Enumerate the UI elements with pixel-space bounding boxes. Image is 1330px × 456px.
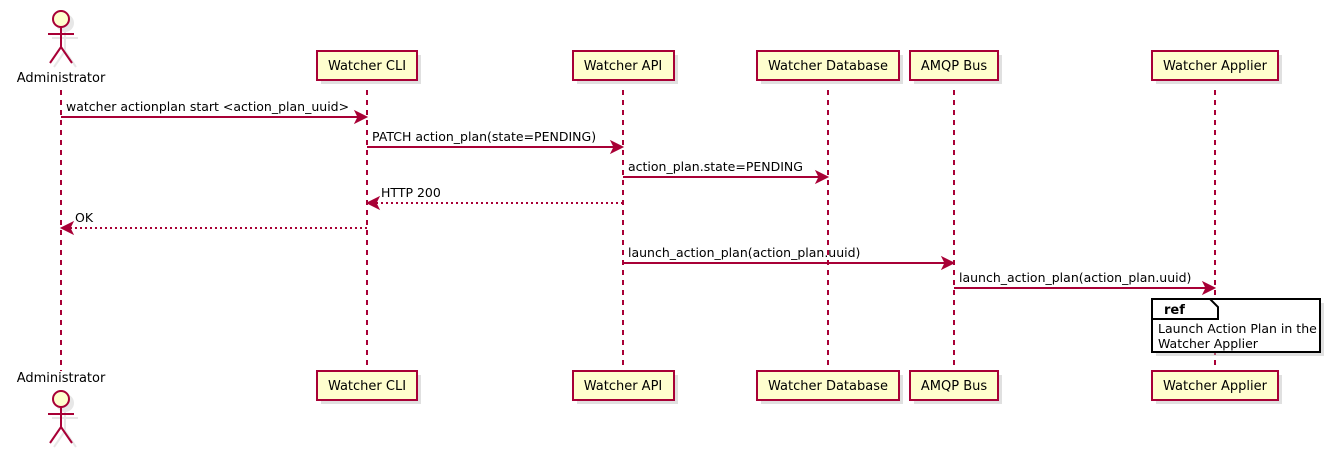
message-label: watcher actionplan start <action_plan_uu…: [66, 99, 349, 114]
participant-top-watcher-api[interactable]: Watcher API: [572, 50, 678, 84]
message-label: launch_action_plan(action_plan.uuid): [628, 245, 860, 260]
message-arrowhead: [59, 220, 75, 236]
participant-box[interactable]: [572, 50, 675, 81]
message-6: launch_action_plan(action_plan.uuid): [623, 245, 956, 271]
actor-bottom-administrator[interactable]: Administrator: [17, 371, 106, 448]
participant-label: Watcher CLI: [328, 379, 406, 394]
participant-box[interactable]: [1151, 50, 1279, 81]
participant-box[interactable]: [909, 370, 999, 401]
participant-box[interactable]: [316, 370, 418, 401]
message-1: watcher actionplan start <action_plan_uu…: [61, 99, 369, 125]
participant-label: Watcher CLI: [328, 59, 406, 74]
participant-bottom-amqp-bus[interactable]: AMQP Bus: [909, 370, 1002, 404]
participant-label: AMQP Bus: [921, 59, 987, 74]
message-3: action_plan.state=PENDING: [623, 159, 830, 185]
message-arrowhead: [365, 195, 381, 211]
ref-block-title: ref: [1164, 303, 1185, 318]
participant-bottom-watcher-cli[interactable]: Watcher CLI: [316, 370, 421, 404]
actor-label: Administrator: [17, 371, 106, 386]
participant-box[interactable]: [756, 50, 900, 81]
message-arrowhead: [1201, 280, 1217, 296]
participant-top-amqp-bus[interactable]: AMQP Bus: [909, 50, 1002, 84]
actor-head-icon: [52, 10, 70, 28]
actor-right-leg-line: [64, 50, 77, 68]
participant-label: Watcher Database: [768, 59, 888, 74]
message-arrowhead: [609, 139, 625, 155]
actor-left-leg-line: [49, 46, 62, 64]
participant-bottom-watcher-database[interactable]: Watcher Database: [756, 370, 903, 404]
participant-label: Watcher Database: [768, 379, 888, 394]
actor-head-icon: [52, 390, 70, 408]
participant-box[interactable]: [316, 50, 418, 81]
message-label: HTTP 200: [381, 185, 441, 200]
ref-block-line: Launch Action Plan in the: [1158, 321, 1317, 336]
participant-box[interactable]: [909, 50, 999, 81]
participant-bottom-watcher-api[interactable]: Watcher API: [572, 370, 678, 404]
actor-top-administrator[interactable]: Administrator: [17, 10, 106, 86]
participant-top-watcher-applier[interactable]: Watcher Applier: [1151, 50, 1282, 84]
participant-box[interactable]: [756, 370, 900, 401]
message-label: launch_action_plan(action_plan.uuid): [959, 270, 1191, 285]
participant-top-watcher-cli[interactable]: Watcher CLI: [316, 50, 421, 84]
actor-right-leg-line: [64, 430, 77, 448]
participant-top-watcher-database[interactable]: Watcher Database: [756, 50, 903, 84]
message-2: PATCH action_plan(state=PENDING): [367, 129, 625, 155]
participant-label: Watcher Applier: [1163, 59, 1268, 74]
participant-label: AMQP Bus: [921, 379, 987, 394]
participant-label: Watcher API: [584, 379, 663, 394]
ref-block-tab: [1151, 298, 1219, 320]
message-7: launch_action_plan(action_plan.uuid): [954, 270, 1217, 296]
message-arrowhead: [940, 255, 956, 271]
participant-label: Watcher Applier: [1163, 379, 1268, 394]
message-label: PATCH action_plan(state=PENDING): [372, 129, 596, 144]
ref-block-line: Watcher Applier: [1158, 336, 1259, 351]
message-arrowhead: [814, 169, 830, 185]
participant-label: Watcher API: [584, 59, 663, 74]
message-4: HTTP 200: [365, 185, 623, 211]
message-label: action_plan.state=PENDING: [628, 159, 803, 174]
message-arrowhead: [353, 109, 369, 125]
actor-left-leg-line: [53, 50, 66, 68]
actor-left-leg-line: [49, 426, 62, 444]
actor-left-leg-line: [53, 430, 66, 448]
actor-right-leg-line: [60, 426, 73, 444]
message-label: OK: [75, 210, 94, 225]
participant-box[interactable]: [572, 370, 675, 401]
message-5: OK: [59, 210, 367, 236]
actor-right-leg-line: [60, 46, 73, 64]
participant-bottom-watcher-applier[interactable]: Watcher Applier: [1151, 370, 1282, 404]
actor-label: Administrator: [17, 71, 106, 86]
participant-box[interactable]: [1151, 370, 1279, 401]
